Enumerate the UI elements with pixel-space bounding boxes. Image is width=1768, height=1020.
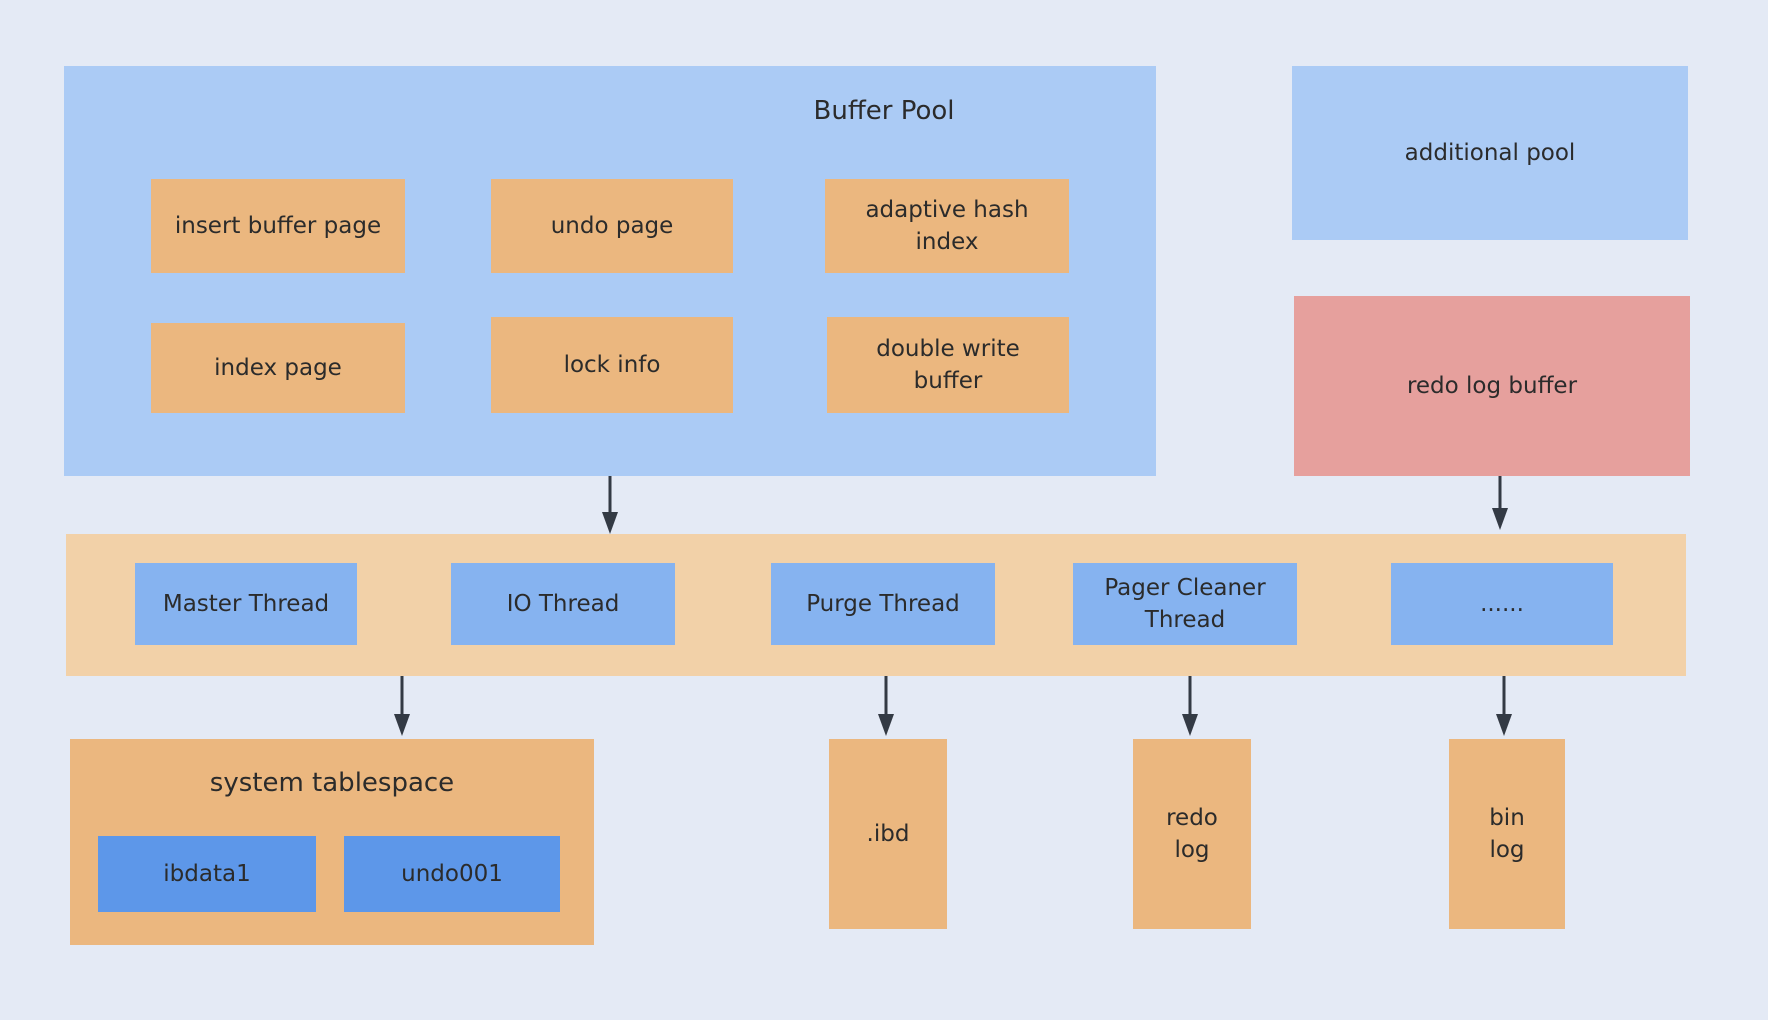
arrowhead-purge	[878, 714, 894, 736]
buffer-pool-title: Buffer Pool	[813, 96, 955, 126]
redo-log-file-box: redo log	[1133, 739, 1251, 929]
arrowhead-cleaner	[1182, 714, 1198, 736]
pager-cleaner-thread-box: Pager Cleaner Thread	[1073, 563, 1297, 645]
bin-log-file-box: bin log	[1449, 739, 1565, 929]
double-write-buffer-box: double write buffer	[827, 317, 1069, 413]
arrowhead-buffer-pool	[602, 512, 618, 534]
index-page-box: index page	[151, 323, 405, 413]
additional-pool-box: additional pool	[1292, 66, 1688, 240]
undo-page-box: undo page	[491, 179, 733, 273]
master-thread-box: Master Thread	[135, 563, 357, 645]
system-tablespace-title: system tablespace	[209, 768, 455, 798]
ibd-file-box: .ibd	[829, 739, 947, 929]
undo001-box: undo001	[344, 836, 560, 912]
ibdata1-box: ibdata1	[98, 836, 316, 912]
redo-log-buffer-box: redo log buffer	[1294, 296, 1690, 476]
adaptive-hash-index-box: adaptive hash index	[825, 179, 1069, 273]
lock-info-box: lock info	[491, 317, 733, 413]
io-thread-box: IO Thread	[451, 563, 675, 645]
purge-thread-box: Purge Thread	[771, 563, 995, 645]
arrowhead-master	[394, 714, 410, 736]
insert-buffer-page-box: insert buffer page	[151, 179, 405, 273]
arrowhead-redo-buffer	[1492, 508, 1508, 530]
arrowhead-more	[1496, 714, 1512, 736]
more-threads-box: ......	[1391, 563, 1613, 645]
